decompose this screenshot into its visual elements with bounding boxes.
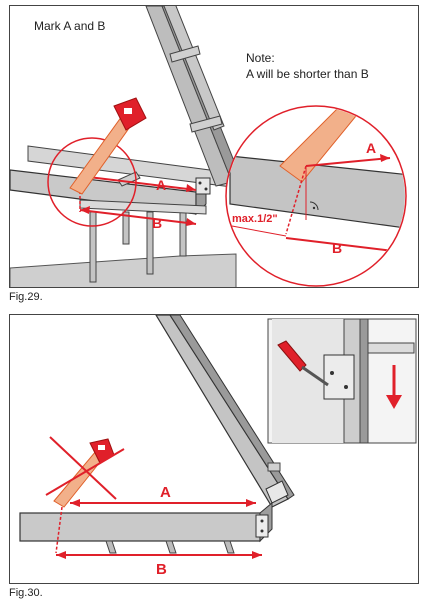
detail-label-a: A bbox=[366, 140, 376, 156]
end-plate bbox=[255, 514, 269, 538]
fig29-illustration: A B A B max.1/2 bbox=[10, 6, 407, 287]
fig30-panel: A B bbox=[9, 314, 419, 584]
cut-line bbox=[55, 506, 63, 554]
down-arrow-icon bbox=[386, 365, 402, 409]
rung-1 bbox=[169, 45, 201, 63]
post-3 bbox=[146, 211, 154, 275]
post-2 bbox=[122, 211, 130, 245]
cut-tab bbox=[117, 171, 141, 187]
label-b: B bbox=[152, 215, 162, 231]
fig29-caption: Fig.29. bbox=[9, 291, 43, 303]
saw-icon bbox=[69, 97, 147, 195]
label-a: A bbox=[156, 177, 166, 193]
bracket bbox=[195, 177, 211, 195]
screwdriver-icon bbox=[277, 340, 329, 387]
instruction-text: Mark A and B bbox=[34, 19, 105, 33]
post-4 bbox=[179, 211, 187, 257]
bracket bbox=[265, 480, 289, 504]
rafter-back bbox=[163, 6, 225, 131]
note-text: A will be shorter than B bbox=[246, 67, 369, 81]
main-beam bbox=[19, 512, 261, 542]
label-b: B bbox=[156, 561, 167, 578]
ground-surface bbox=[10, 253, 237, 287]
measure-line-a bbox=[79, 175, 197, 191]
inset-detail bbox=[267, 318, 417, 444]
rung-2 bbox=[189, 115, 223, 133]
fig30-illustration: A B bbox=[19, 315, 417, 578]
highlight-circle-small bbox=[47, 137, 137, 227]
post-1 bbox=[89, 211, 97, 283]
measure-line-b bbox=[79, 209, 197, 225]
support-board bbox=[79, 199, 207, 215]
note-title: Note: bbox=[246, 51, 275, 65]
crossed-out-saw-icon bbox=[45, 436, 125, 508]
rafter-side bbox=[169, 315, 295, 500]
label-a: A bbox=[160, 484, 171, 501]
max-label: max.1/2" bbox=[232, 213, 278, 225]
detail-label-b: B bbox=[332, 240, 342, 256]
fig29-panel: A B A B max.1/2 bbox=[9, 5, 419, 288]
rafter-front bbox=[145, 6, 233, 187]
fig30-caption: Fig.30. bbox=[9, 587, 43, 599]
